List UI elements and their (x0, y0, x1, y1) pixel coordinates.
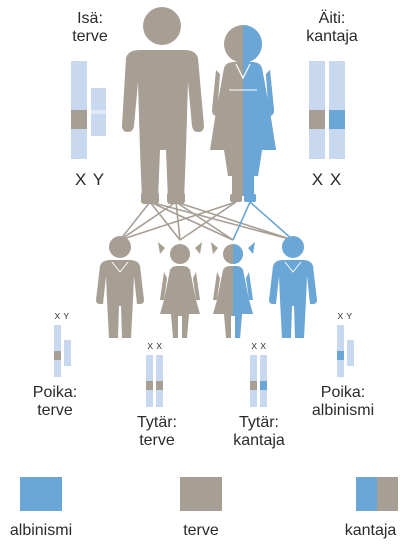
legend-label-healthy: terve (183, 522, 219, 539)
mother-label: Äiti: kantaja (297, 10, 367, 47)
son-albinism-label-status: albinismi (311, 402, 375, 420)
mother-figure (210, 25, 276, 202)
son-healthy-chromosome-label: X Y (54, 311, 70, 321)
legend-swatches (20, 477, 398, 511)
father-figure (122, 7, 204, 204)
son-healthy-chromosomes (54, 325, 71, 377)
son-albinism-figure (269, 236, 317, 338)
healthy-swatch (180, 477, 222, 511)
son-healthy-figure (96, 236, 144, 338)
son-healthy-label-role: Poika: (32, 384, 78, 401)
daughter-healthy-chromosome-label: X X (147, 341, 163, 351)
daughter-carrier-chromosome-label: X X (251, 341, 267, 351)
daughter-carrier-chromosomes (250, 355, 267, 407)
daughter-healthy-label-role: Tytär: (136, 414, 177, 431)
son-albinism-chromosome-label: X Y (337, 311, 353, 321)
legend-label-albinism: albinismi (9, 522, 73, 539)
legend-label-carrier: kantaja (344, 522, 397, 539)
mother-chromosome-label: X X (311, 170, 343, 189)
father-chromosome-label: X Y (74, 170, 106, 189)
mother-label-status: kantaja (306, 28, 358, 46)
son-albinism-label: Poika: albinismi (302, 384, 384, 421)
mother-chromosomes (309, 61, 345, 159)
son-healthy-label: Poika: terve (20, 384, 90, 421)
daughter-healthy-label: Tytär: terve (122, 414, 192, 451)
son-albinism-label-role: Poika: (320, 384, 366, 401)
daughter-carrier-label-status: kantaja (233, 432, 285, 450)
daughter-healthy-label-status: terve (139, 432, 175, 450)
daughter-carrier-label: Tytär: kantaja (224, 414, 294, 451)
daughter-carrier-label-role: Tytär: (238, 414, 279, 431)
son-albinism-chromosomes (337, 325, 354, 377)
inheritance-lines (119, 201, 294, 241)
son-healthy-label-status: terve (37, 402, 73, 420)
carrier-swatch (356, 477, 398, 511)
father-label-role: Isä: (77, 10, 103, 27)
father-label: Isä: terve (60, 10, 120, 47)
daughter-healthy-figure (158, 242, 202, 338)
father-chromosomes (71, 61, 106, 159)
father-label-status: terve (72, 28, 108, 46)
mother-label-role: Äiti: (318, 10, 346, 27)
daughter-healthy-chromosomes (146, 355, 163, 407)
daughter-carrier-figure (211, 242, 255, 338)
albinism-swatch (20, 477, 62, 511)
